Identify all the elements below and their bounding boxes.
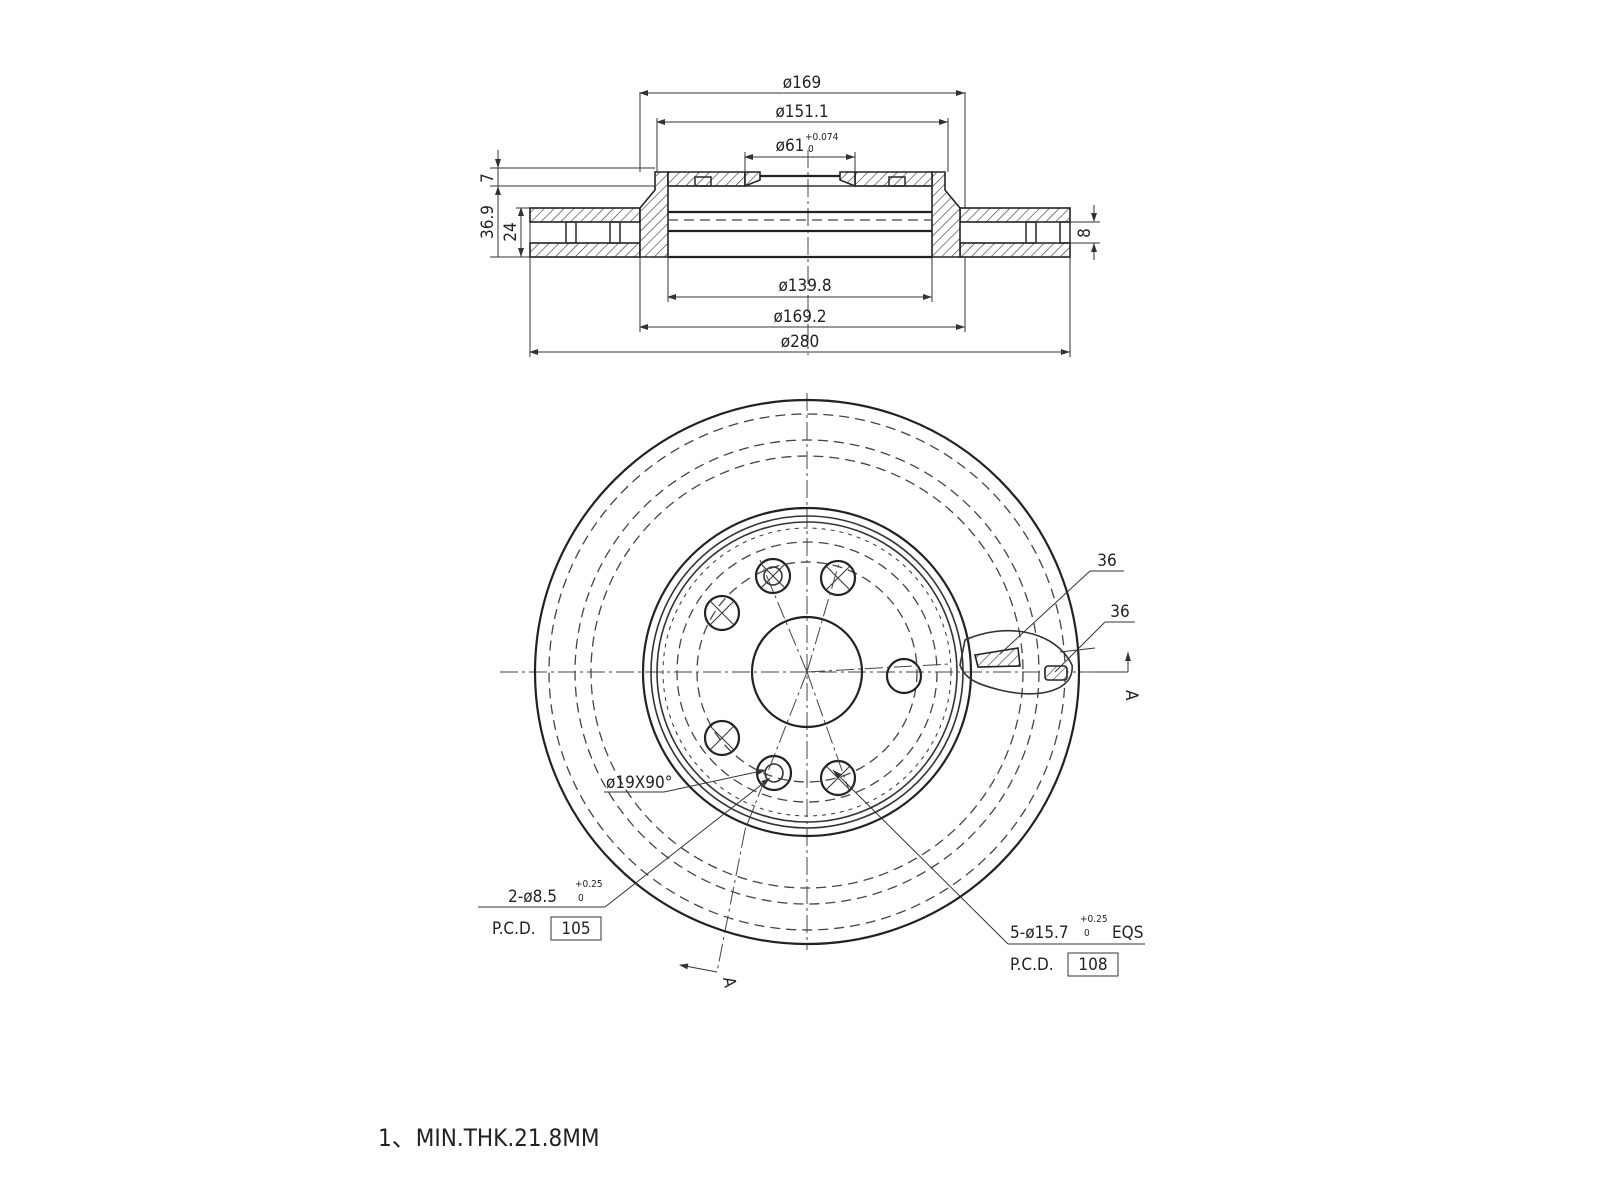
section-view: ø169 ø151.1 ø61 +0.074 0 ø139.8 ø169.2 ø…: [478, 73, 1100, 357]
bolt-hole: [703, 719, 741, 757]
pcd-label-small: P.C.D.: [492, 919, 536, 939]
section-marker-bottom: A: [679, 829, 746, 990]
dim-d151: ø151.1: [775, 102, 828, 122]
front-view: 36 36 A A ø19X90° 2-ø8.5 +0.25 0: [478, 393, 1145, 990]
bolt-holes-callout: 5-ø15.7 +0.25 0 EQS P.C.D. 108: [832, 769, 1145, 977]
bolt-hole: [819, 559, 857, 597]
small-holes-tol-lower: 0: [578, 893, 584, 904]
countersink-label: ø19X90°: [606, 773, 672, 793]
left-dimensions: 7 36.9 24: [478, 150, 655, 258]
small-holes-tol-upper: +0.25: [575, 879, 603, 890]
section-label-bottom: A: [718, 975, 740, 989]
section-marker-right: A: [1095, 652, 1141, 701]
dim-d139: ø139.8: [778, 276, 831, 296]
dim-h24: 24: [501, 222, 521, 241]
bolt-holes: [703, 559, 923, 797]
right-friction-ring: [959, 207, 1071, 258]
vent-label-2: 36: [1110, 602, 1129, 622]
bolt-hole: [885, 657, 923, 695]
bottom-dimensions: ø139.8 ø169.2 ø280: [529, 257, 1071, 357]
note-min-thickness: 1、MIN.THK.21.8MM: [378, 1124, 600, 1152]
dim-h7: 7: [478, 173, 498, 183]
bolt-holes-suffix: EQS: [1112, 923, 1143, 943]
center-bore: [750, 615, 864, 729]
pcd-value-bolt: 108: [1078, 955, 1107, 975]
bolt-hole: [703, 594, 741, 632]
pcd-value-small: 105: [561, 919, 590, 939]
countersink-callout: ø19X90°: [604, 768, 767, 793]
bolt-holes-tol-lower: 0: [1084, 928, 1090, 939]
vent-slot-detail: 36 36: [959, 551, 1135, 695]
dim-d61-tol-lower: 0: [808, 144, 814, 155]
disc-outer-edge: [533, 398, 1081, 946]
section-label-right: A: [1121, 690, 1141, 701]
dim-h36-9: 36.9: [478, 205, 498, 239]
left-friction-ring: [529, 207, 641, 258]
dim-d169: ø169: [783, 73, 822, 93]
dim-h8: 8: [1075, 228, 1095, 238]
bolt-hole: [819, 759, 857, 797]
bolt-holes-label: 5-ø15.7: [1010, 923, 1069, 943]
bolt-holes-tol-upper: +0.25: [1080, 914, 1108, 925]
dim-d280: ø280: [781, 332, 820, 352]
hat-section: [639, 171, 961, 259]
dim-d61: ø61: [776, 136, 805, 156]
small-holes: [754, 557, 793, 792]
dim-d61-tol-upper: +0.074: [805, 132, 839, 143]
pcd-label-bolt: P.C.D.: [1010, 955, 1054, 975]
vent-label-1: 36: [1097, 551, 1116, 571]
small-holes-label: 2-ø8.5: [508, 887, 557, 907]
hat-outer-edge: [641, 506, 973, 838]
top-dimensions: ø169 ø151.1 ø61 +0.074 0: [639, 73, 966, 208]
right-dimensions: 8: [1036, 205, 1100, 260]
small-holes-callout: 2-ø8.5 +0.25 0 P.C.D. 105: [478, 777, 771, 941]
dim-d169-2: ø169.2: [773, 307, 826, 327]
